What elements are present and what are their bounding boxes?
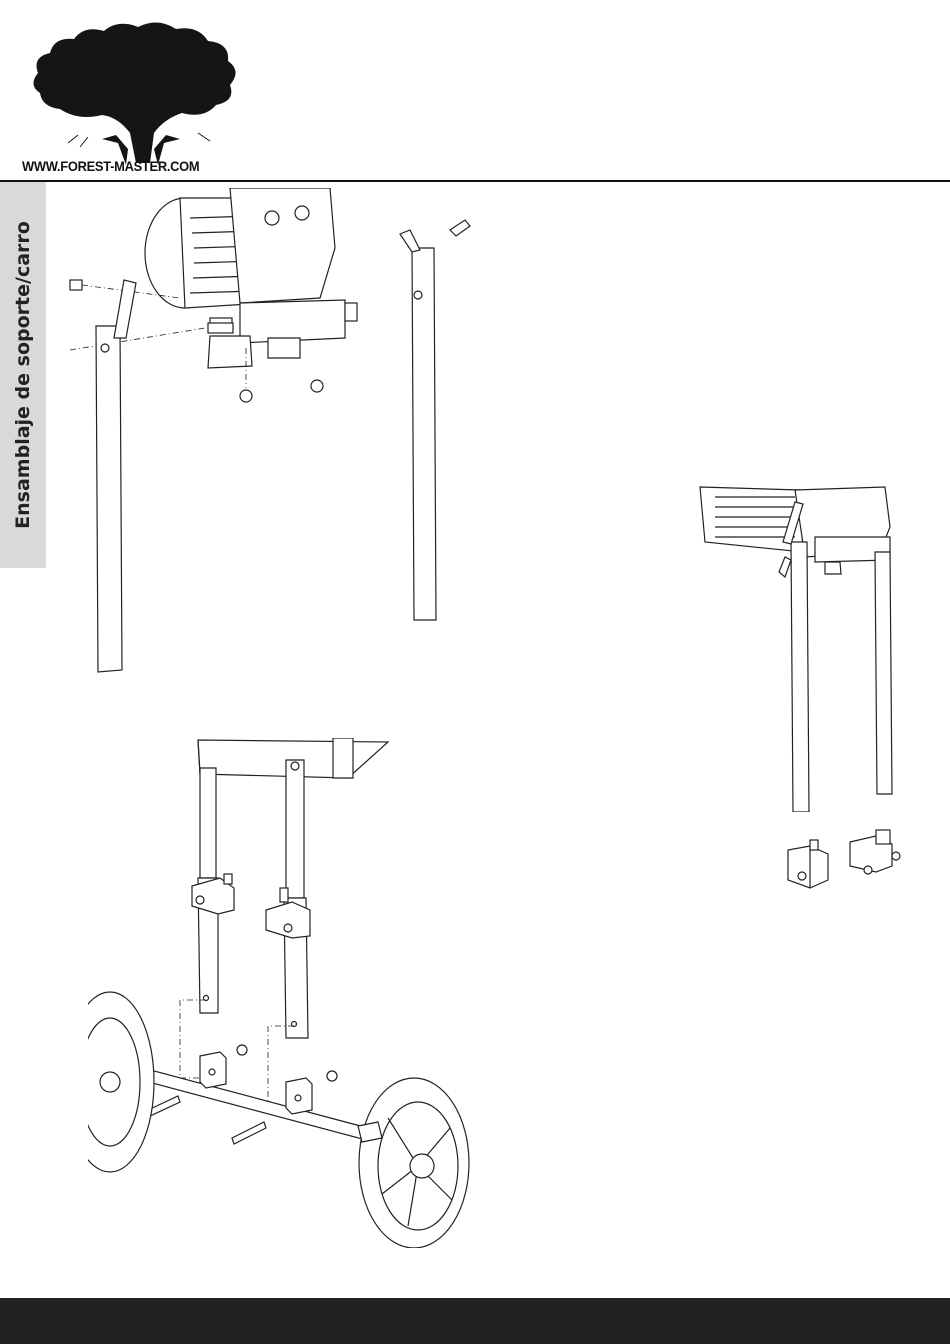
wheel-assembly-diagram — [88, 738, 478, 1248]
brackets-diagram — [780, 828, 910, 898]
header-divider — [0, 180, 950, 182]
brand-url[interactable]: WWW.FOREST-MASTER.COM — [22, 158, 224, 174]
legs-exploded-diagram — [60, 188, 480, 678]
section-tab-label: Ensamblaje de soporte/carro — [12, 221, 34, 529]
legs-mounted-diagram — [695, 482, 905, 812]
footer-bar — [0, 1298, 950, 1344]
forest-master-logo — [18, 15, 248, 180]
tree-silhouette-icon — [18, 15, 248, 165]
